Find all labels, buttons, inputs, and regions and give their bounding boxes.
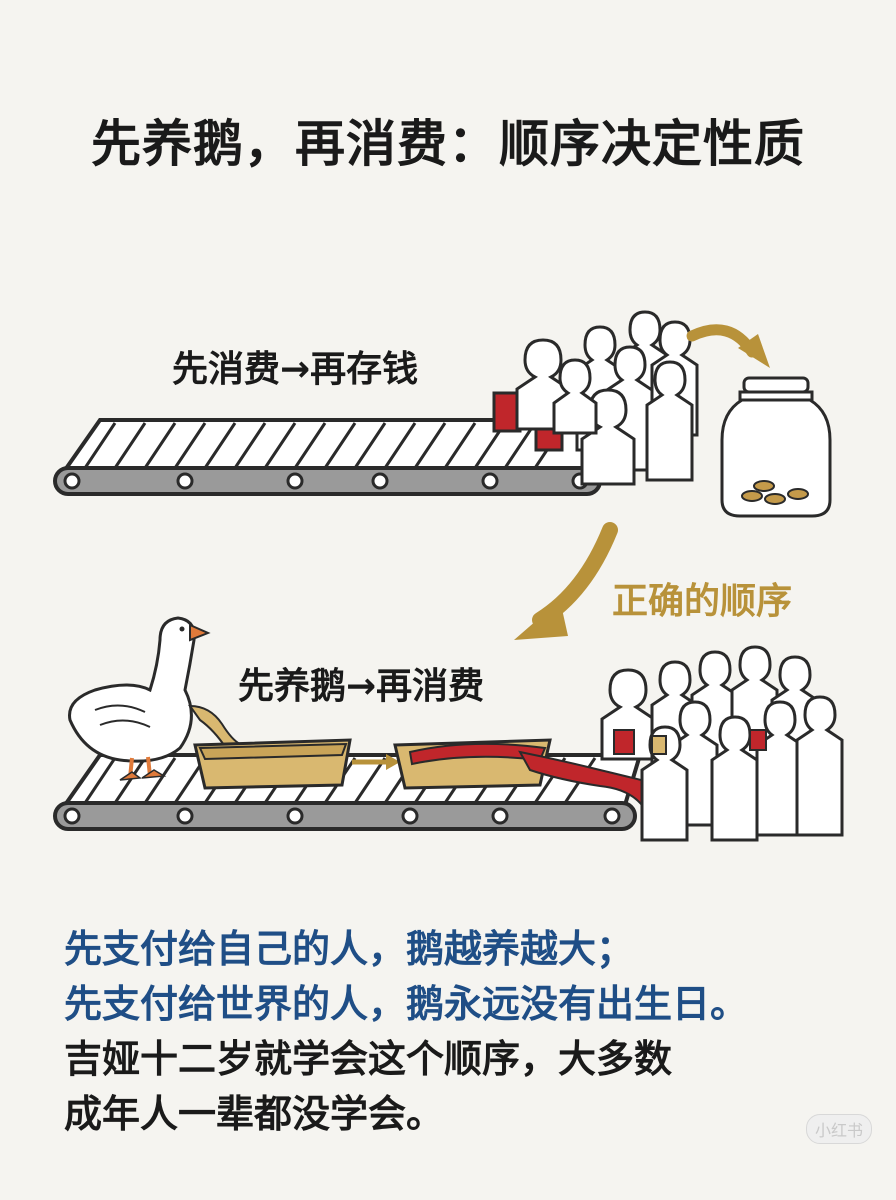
top-flow-label: 先消费→再存钱 xyxy=(172,349,419,390)
red-product-tray xyxy=(393,738,552,790)
goose xyxy=(68,616,211,781)
caption-line-2: 先支付给世界的人，鹅永远没有出生日。 xyxy=(64,982,749,1026)
correct-order-label: 正确的顺序 xyxy=(612,581,793,622)
caption-line-1: 先支付给自己的人，鹅越养越大； xyxy=(64,927,635,971)
bottom-crowd xyxy=(600,645,844,842)
top-crowd xyxy=(515,310,699,486)
bottom-red-cups xyxy=(613,729,767,755)
caption-line-3: 吉娅十二岁就学会这个顺序，大多数 xyxy=(64,1037,673,1081)
illustration xyxy=(53,310,844,842)
coin-jar xyxy=(720,376,832,518)
caption-line-4: 成年人一辈都没学会。 xyxy=(64,1092,445,1136)
top-conveyor-belt xyxy=(53,418,613,496)
watermark-logo: 小红书 xyxy=(806,1114,873,1144)
bottom-flow-label: 先养鹅→再消费 xyxy=(238,666,485,707)
gold-arrowhead-top xyxy=(738,334,770,368)
gold-curved-arrow-correct xyxy=(532,522,618,628)
grain-stream xyxy=(188,704,243,750)
tray-arrow xyxy=(352,754,400,770)
caption-block: 先支付给自己的人，鹅越养越大； 先支付给世界的人，鹅永远没有出生日。 吉娅十二岁… xyxy=(64,922,864,1142)
page-title: 先养鹅，再消费：顺序决定性质 xyxy=(91,115,805,173)
gold-arrowhead-correct xyxy=(514,600,568,640)
grain-tray xyxy=(193,738,352,790)
